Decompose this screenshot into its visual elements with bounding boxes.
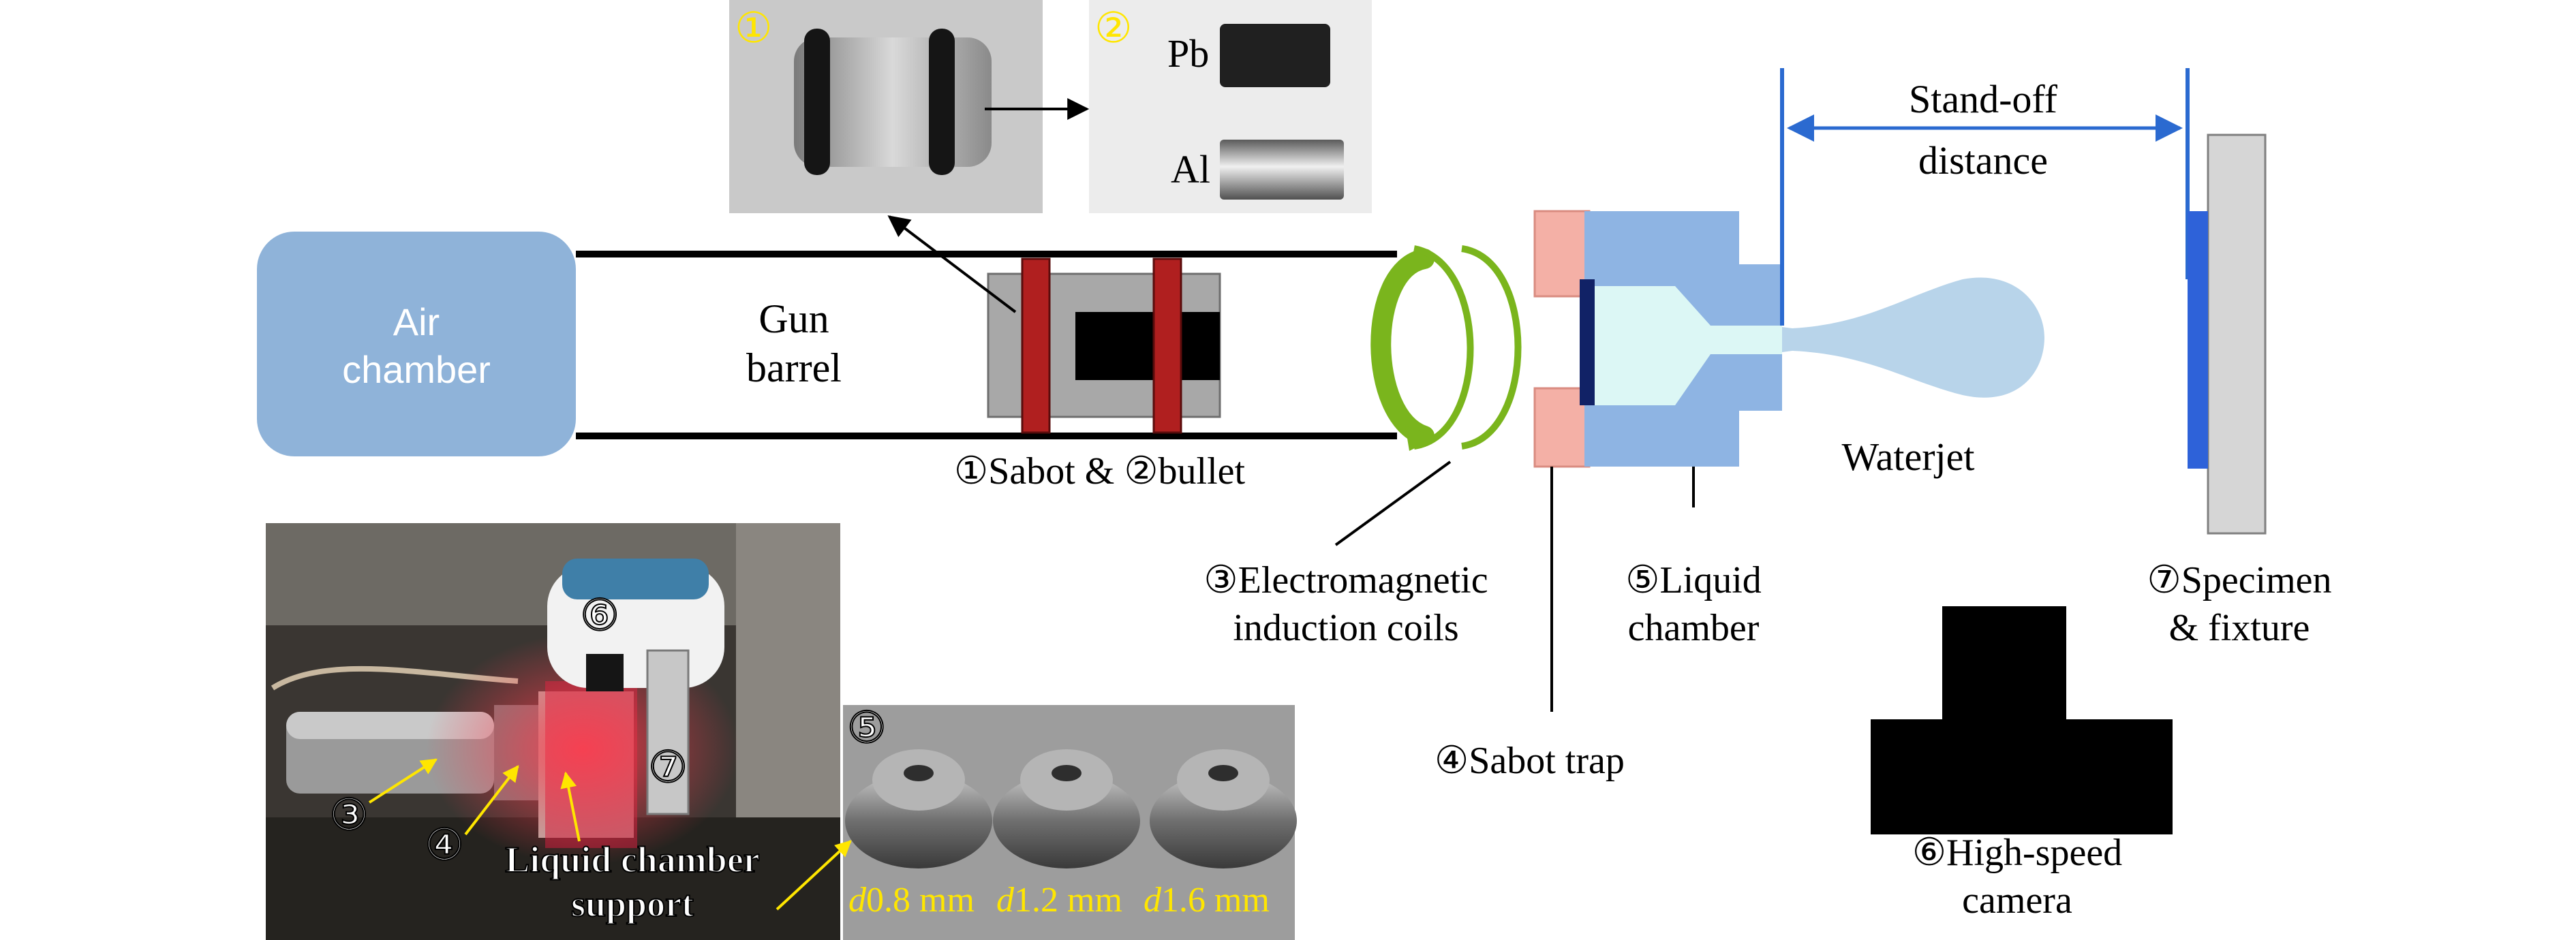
air-chamber xyxy=(257,232,576,456)
inset-sabot-photo: ① xyxy=(729,0,1043,213)
coils-label-line1: ③Electromagnetic xyxy=(1203,559,1488,601)
electromagnetic-coils xyxy=(1370,245,1522,451)
o-ring-right xyxy=(929,29,955,175)
pb-label: Pb xyxy=(1167,31,1209,76)
liquid-chamber-label-line2: chamber xyxy=(1628,607,1760,649)
nozzle-label-d16: d1.6 mm xyxy=(1144,881,1270,920)
support-label-line2: support xyxy=(571,883,694,924)
standoff-label-line2: distance xyxy=(1918,138,2048,183)
nozzle-label-d08: d0.8 mm xyxy=(848,881,975,920)
waterjet xyxy=(1782,277,2044,398)
photo-marker-6: ⑥ xyxy=(580,591,619,640)
al-bullet xyxy=(1220,140,1344,200)
sabot-photo-leader xyxy=(887,215,1017,313)
sabot-band-rear xyxy=(1152,257,1182,434)
photo-setup: ⑥ ⑦ ③ ④ Liquid chamber support xyxy=(266,523,840,940)
inset-bullet-marker: ② xyxy=(1094,5,1133,52)
pb-bullet xyxy=(1220,24,1330,87)
coils-label-line2: induction coils xyxy=(1233,607,1458,649)
camera-label-line2: camera xyxy=(1962,879,2072,922)
camera-label-line1: ⑥High-speed xyxy=(1912,832,2122,874)
specimen-fixture xyxy=(2188,134,2267,535)
specimen-label-line1: ⑦Specimen xyxy=(2147,559,2331,601)
sabot-band-front xyxy=(1021,257,1051,434)
photo-marker-7: ⑦ xyxy=(648,742,687,792)
sabot-bullet-label: ①Sabot & ②bullet xyxy=(954,450,1245,492)
standoff-label-line1: Stand-off xyxy=(1909,77,2058,121)
coils-leader xyxy=(1334,460,1452,546)
specimen-plate xyxy=(2188,211,2208,469)
gun-barrel-label-line1: Gun xyxy=(758,296,829,341)
high-speed-camera xyxy=(1871,606,2173,834)
al-label: Al xyxy=(1171,147,1210,191)
photo-marker-4: ④ xyxy=(425,820,463,869)
air-chamber-label-line2: chamber xyxy=(342,348,491,391)
nozzle-to-support-arrow xyxy=(776,840,852,911)
sabot-trap-label: ④Sabot trap xyxy=(1435,740,1625,782)
nozzle-photo-marker: ⑤ xyxy=(847,703,886,752)
liquid-chamber-piston xyxy=(1580,279,1595,405)
inset-bullet-photo: ② Pb Al xyxy=(1089,0,1372,213)
gun-barrel xyxy=(576,251,1397,439)
photo-marker-3: ③ xyxy=(329,790,368,839)
bullet xyxy=(1075,312,1220,380)
specimen-label-line2: & fixture xyxy=(2169,607,2310,649)
o-ring-left xyxy=(804,29,830,175)
liquid-chamber-label-line1: ⑤Liquid xyxy=(1625,559,1762,601)
gun-barrel-label-line2: barrel xyxy=(746,345,842,390)
liquid-chamber xyxy=(1580,211,1782,467)
waterjet-label: Waterjet xyxy=(1842,435,1975,479)
nozzle-label-d12: d1.2 mm xyxy=(996,881,1122,920)
support-label-line1: Liquid chamber xyxy=(505,839,760,880)
inset-sabot-marker: ① xyxy=(735,5,773,52)
air-chamber-label-line1: Air xyxy=(393,300,440,343)
photo-nozzles: ⑤ d0.8 mm d1.2 mm d1.6 mm xyxy=(843,702,1297,940)
sabot xyxy=(987,257,1221,434)
liquid-chamber-cavity xyxy=(1588,286,1782,405)
